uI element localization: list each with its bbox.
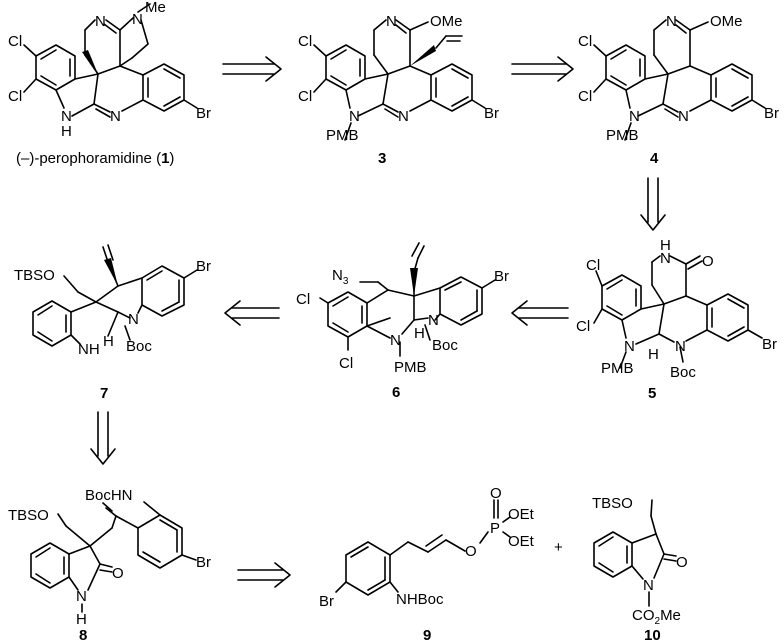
tbso-atom: TBSO [14,267,55,284]
n-atom: N [76,588,87,605]
cl-atom: Cl [296,291,310,308]
pmb-atom: PMB [601,360,634,377]
tbso-atom: TBSO [592,495,633,512]
compound-4-structure: Cl Cl N PMB N N OMe Br [578,13,779,144]
h-atom: H [76,611,87,628]
compound-3-structure: Cl Cl N PMB N N OMe Br [298,13,499,144]
n-atom: N [95,13,106,30]
co2me-atom: CO2Me [632,607,681,627]
cl-atom: Cl [578,88,592,105]
br-atom: Br [196,258,211,275]
h-atom: H [103,333,114,350]
compound-8-label: 8 [79,627,87,644]
oet-atom: OEt [508,533,535,550]
n-atom: N [624,338,635,355]
cl-atom: Cl [339,355,353,372]
o-atom: O [702,253,714,270]
me-atom: Me [145,0,166,16]
nhboc-atom: NHBoc [396,591,444,608]
pmb-atom: PMB [606,127,639,144]
n-atom: N [132,11,143,28]
p-atom: P [490,520,500,537]
br-atom: Br [762,336,777,353]
cl-atom: Cl [8,33,22,50]
cl-atom: Cl [8,88,22,105]
retro-arrow [90,411,116,465]
compound-5-label: 5 [648,385,656,402]
compound-3-label: 3 [378,150,386,167]
n-atom: N [110,108,121,125]
compound-6-structure: N3 Cl Cl N PMB H N Boc Br [296,242,509,376]
o-atom: O [465,543,477,560]
compound-9-label: 9 [423,627,431,644]
compound-7-label: 7 [100,385,108,402]
compound-1-name: (–)-perophoramidine (1) [16,150,174,167]
compound-6-label: 6 [392,384,400,401]
retro-arrow [237,562,291,588]
ome-atom: OMe [710,13,743,30]
compound-4-label: 4 [650,150,659,167]
h-atom: H [648,346,659,363]
boc-atom: Boc [432,337,458,354]
boc-atom: Boc [670,364,696,381]
retro-arrow [511,300,569,326]
br-atom: Br [484,105,499,122]
compound-10-label: 10 [644,627,661,644]
h-atom: H [660,237,671,254]
o-atom: O [490,485,502,502]
br-atom: Br [764,105,779,122]
n3-atom: N3 [332,267,349,287]
cl-atom: Cl [298,33,312,50]
compound-5-structure: Cl Cl N PMB H N Boc H N O Br [576,237,777,381]
retro-arrow [511,56,574,82]
plus-sign: + [554,539,563,556]
br-atom: Br [319,593,334,610]
n-atom: N [666,13,677,30]
o-atom: O [112,565,124,582]
n-atom: N [390,332,401,349]
cl-atom: Cl [298,88,312,105]
cl-atom: Cl [578,33,592,50]
n-atom: N [643,577,654,594]
h-atom: H [61,123,72,140]
pmb-atom: PMB [326,127,359,144]
n-atom: N [386,13,397,30]
ome-atom: OMe [430,13,463,30]
compound-8-structure: TBSO BocHN O N H Br [8,487,211,628]
br-atom: Br [494,268,509,285]
o-atom: O [676,554,688,571]
cl-atom: Cl [576,318,590,335]
compound-1-structure: Cl Cl N H N N N Me Br [8,0,211,140]
n-atom: N [428,312,439,329]
cl-atom: Cl [586,257,600,274]
compound-9-structure: Br NHBoc O P O OEt OEt [319,485,535,610]
oet-atom: OEt [508,506,535,523]
compound-10-structure: TBSO O N CO2Me [592,495,688,627]
tbso-atom: TBSO [8,507,49,524]
n-atom: N [128,311,139,328]
retro-arrow [222,56,282,82]
br-atom: Br [196,554,211,571]
n-atom: N [61,108,72,125]
retro-arrow [224,300,280,326]
n-atom: N [398,108,409,125]
h-atom: H [414,325,425,342]
n-atom: N [349,108,360,125]
nh-atom: NH [78,341,100,358]
pmb-atom: PMB [394,359,427,376]
n-atom: N [678,108,689,125]
n-atom: N [675,338,686,355]
boc-atom: Boc [126,338,152,355]
n-atom: N [660,250,671,267]
n-atom: N [629,108,640,125]
compound-7-structure: TBSO N Boc NH H Br [14,244,211,358]
retro-arrow [640,177,666,231]
br-atom: Br [196,105,211,122]
bochn-atom: BocHN [85,487,133,504]
